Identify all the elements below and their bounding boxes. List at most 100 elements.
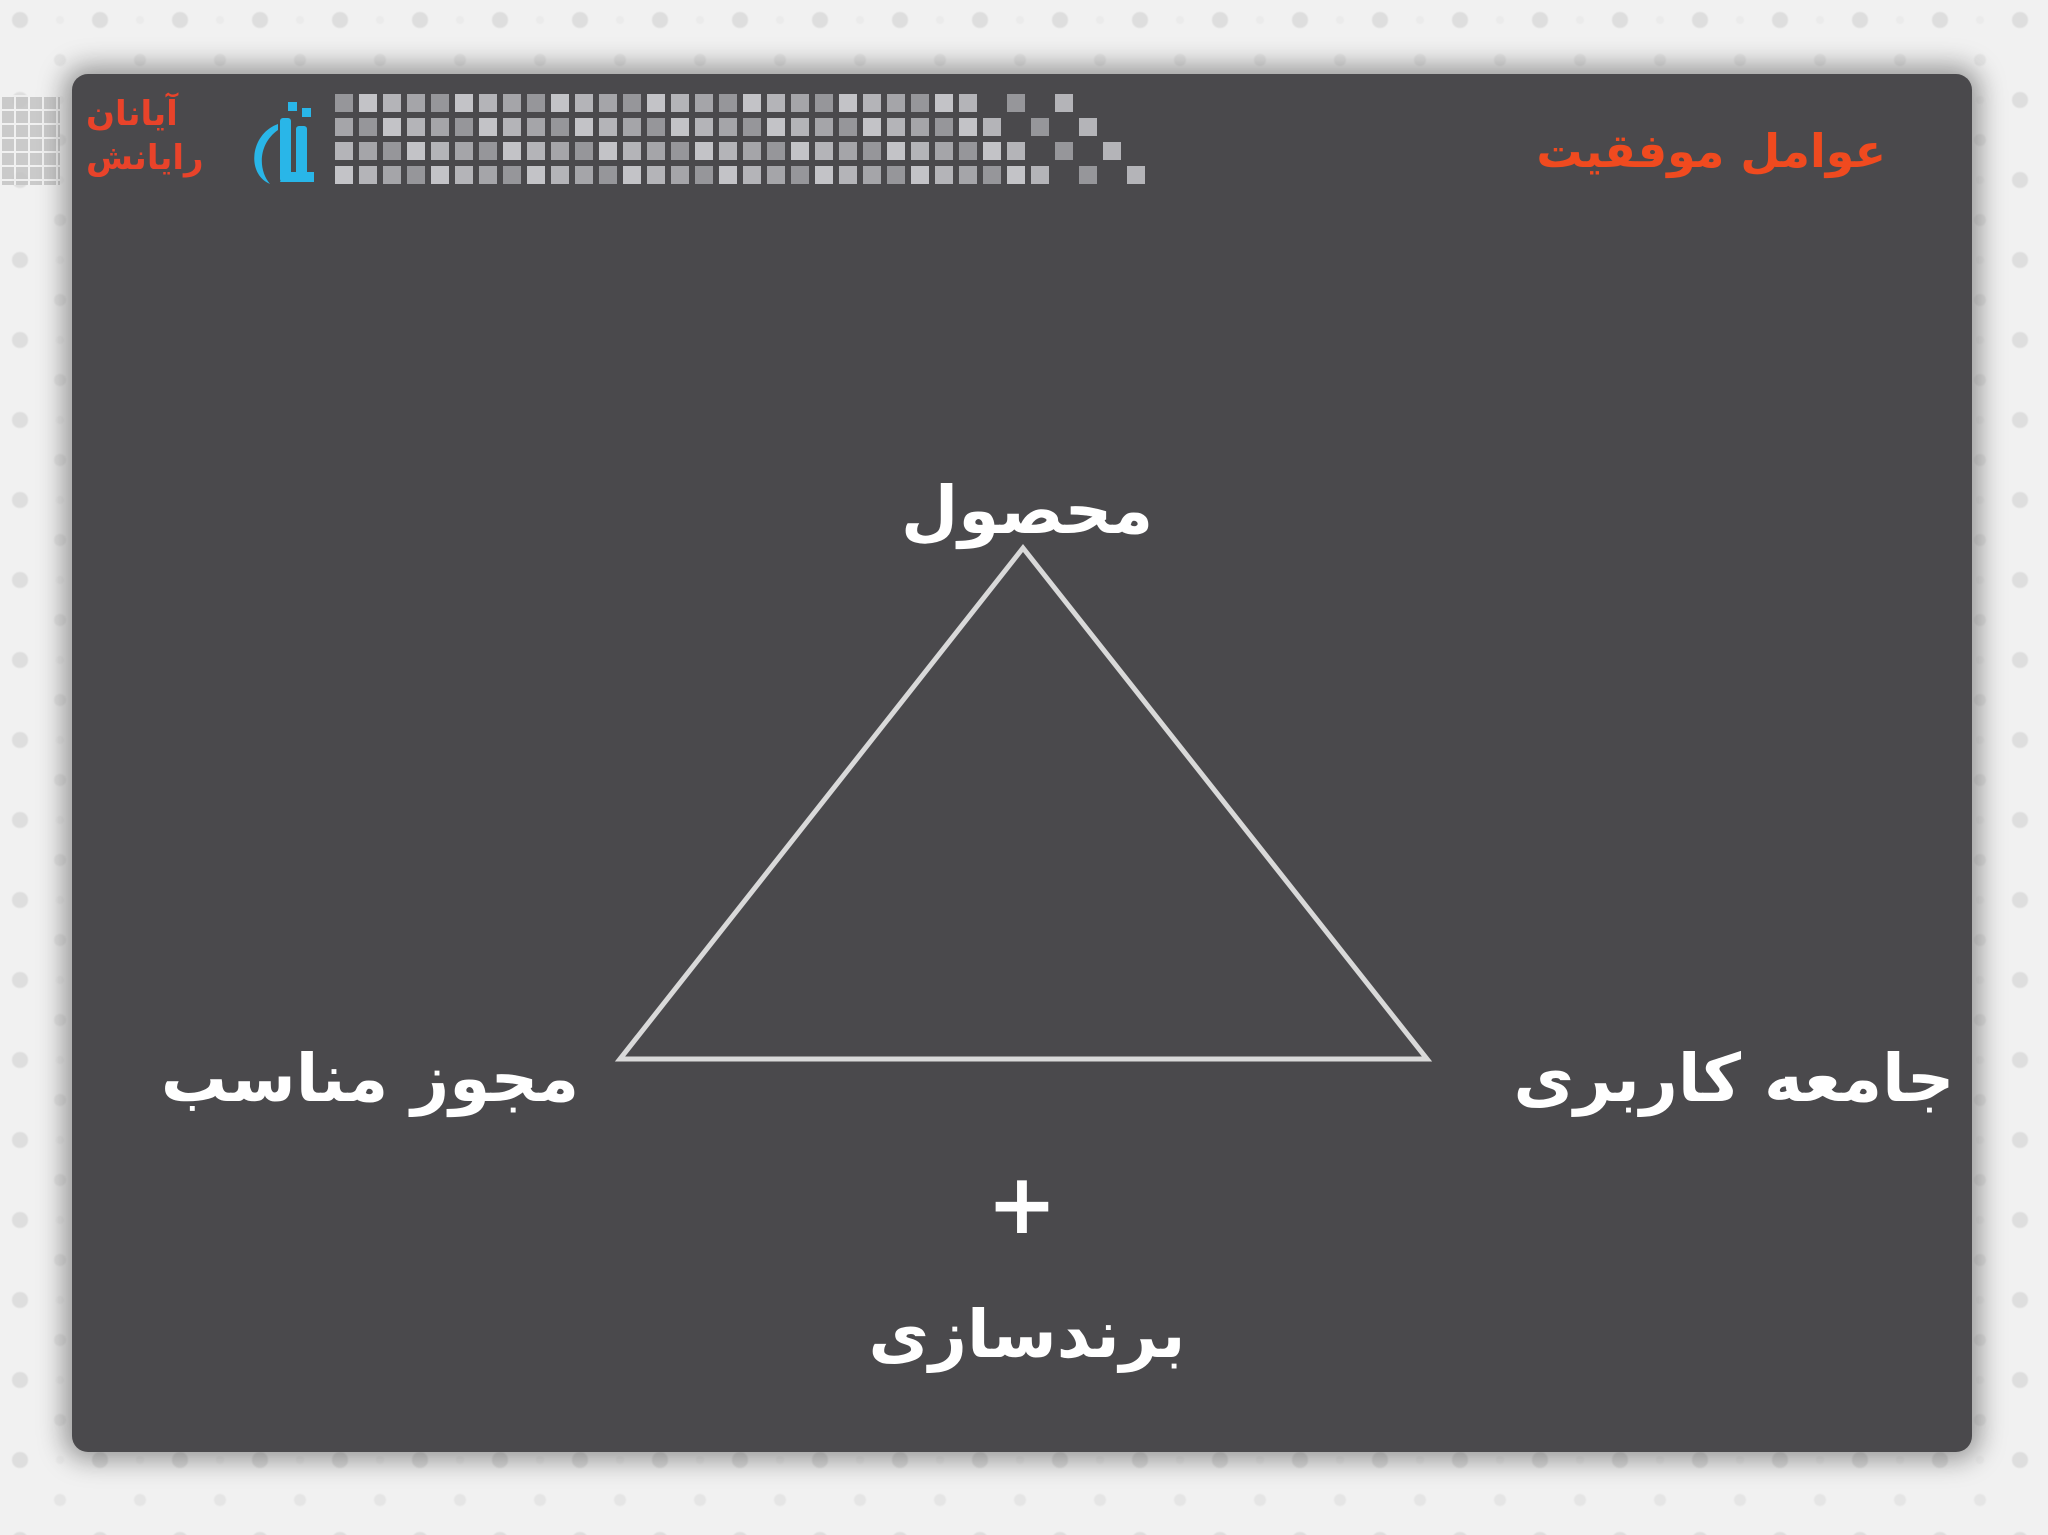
pixel-block	[959, 118, 977, 136]
pixel-block	[983, 118, 1001, 136]
pixel-block	[863, 166, 881, 184]
pixel-block	[383, 118, 401, 136]
pixel-block	[983, 142, 1001, 160]
logo-text: آیانان رایانش	[86, 92, 236, 180]
pixel-block	[527, 142, 545, 160]
pixel-block	[767, 118, 785, 136]
company-logo: آیانان رایانش	[86, 92, 326, 192]
pixel-block	[431, 118, 449, 136]
pixel-block	[935, 94, 953, 112]
pixel-block	[551, 94, 569, 112]
pixel-block	[863, 118, 881, 136]
pixel-block	[959, 142, 977, 160]
pixel-block	[479, 142, 497, 160]
pixel-block	[575, 94, 593, 112]
pixel-block	[647, 118, 665, 136]
pixel-block	[815, 94, 833, 112]
pixel-block	[935, 142, 953, 160]
pixel-block	[695, 142, 713, 160]
pixel-block	[767, 142, 785, 160]
pixel-block	[1007, 166, 1025, 184]
logo-text-line1: آیانان	[86, 94, 178, 134]
pixel-block	[383, 94, 401, 112]
pixel-block	[1007, 94, 1025, 112]
pixel-block	[815, 166, 833, 184]
pixel-block	[527, 166, 545, 184]
pixel-block	[695, 118, 713, 136]
pixel-block	[551, 142, 569, 160]
pixel-block	[935, 118, 953, 136]
pixel-block	[695, 166, 713, 184]
pixel-block	[527, 94, 545, 112]
pixel-block	[1103, 142, 1121, 160]
pixel-block	[887, 142, 905, 160]
pixel-block	[743, 118, 761, 136]
pixel-block	[887, 118, 905, 136]
pixel-block	[455, 118, 473, 136]
pixel-block	[335, 118, 353, 136]
pixel-block	[839, 118, 857, 136]
pixel-block	[647, 94, 665, 112]
corner-grid-decoration	[0, 95, 60, 185]
pixel-block	[671, 142, 689, 160]
pixel-block	[551, 166, 569, 184]
pixel-block	[719, 166, 737, 184]
pixel-block	[671, 94, 689, 112]
pixel-block	[431, 166, 449, 184]
pixel-block	[623, 94, 641, 112]
triangle-shape	[614, 543, 1433, 1062]
logo-text-line2: رایانش	[86, 138, 204, 178]
pixel-block	[743, 142, 761, 160]
pixel-block	[599, 142, 617, 160]
pixel-block	[455, 166, 473, 184]
pixel-block	[863, 94, 881, 112]
pixel-block	[911, 142, 929, 160]
pixel-block	[503, 94, 521, 112]
pixel-block	[671, 166, 689, 184]
pixel-block	[503, 118, 521, 136]
pixel-block	[911, 118, 929, 136]
pixel-block	[623, 166, 641, 184]
pixel-block	[767, 166, 785, 184]
pixel-block	[743, 166, 761, 184]
slide: آیانان رایانش عوامل موفقیت محصول مجوز من…	[72, 74, 1972, 1452]
pixel-block	[455, 142, 473, 160]
pixel-block	[671, 118, 689, 136]
slide-title: عوامل موفقیت	[1536, 124, 1886, 178]
pixel-block	[431, 142, 449, 160]
pixel-block	[767, 94, 785, 112]
pixel-block	[719, 118, 737, 136]
pixel-block	[335, 94, 353, 112]
pixel-block	[335, 142, 353, 160]
pixel-block	[791, 118, 809, 136]
pixel-block	[383, 166, 401, 184]
pixel-block	[815, 142, 833, 160]
pixel-block	[839, 166, 857, 184]
pixel-block	[911, 94, 929, 112]
pixel-block	[431, 94, 449, 112]
pixel-block	[479, 118, 497, 136]
pixel-block	[479, 166, 497, 184]
pixel-block	[359, 166, 377, 184]
pixel-block	[887, 166, 905, 184]
pixel-block	[839, 94, 857, 112]
node-license-label: مجوز مناسب	[160, 1040, 580, 1117]
pixel-block	[503, 142, 521, 160]
node-branding-label: برندسازی	[868, 1296, 1186, 1373]
pixel-block	[527, 118, 545, 136]
pixel-block	[1031, 118, 1049, 136]
pixel-block	[791, 142, 809, 160]
pixel-block	[383, 142, 401, 160]
pixel-block	[791, 94, 809, 112]
pixel-block	[695, 94, 713, 112]
pixel-block	[407, 94, 425, 112]
pixel-block	[407, 142, 425, 160]
pixel-block	[407, 118, 425, 136]
pixel-block	[815, 118, 833, 136]
node-community-label: جامعه کاربری	[1513, 1040, 1955, 1117]
pixel-block	[647, 142, 665, 160]
pixel-block	[575, 142, 593, 160]
pixel-block	[1079, 118, 1097, 136]
node-product-label: محصول	[900, 472, 1154, 549]
pixel-block	[935, 166, 953, 184]
